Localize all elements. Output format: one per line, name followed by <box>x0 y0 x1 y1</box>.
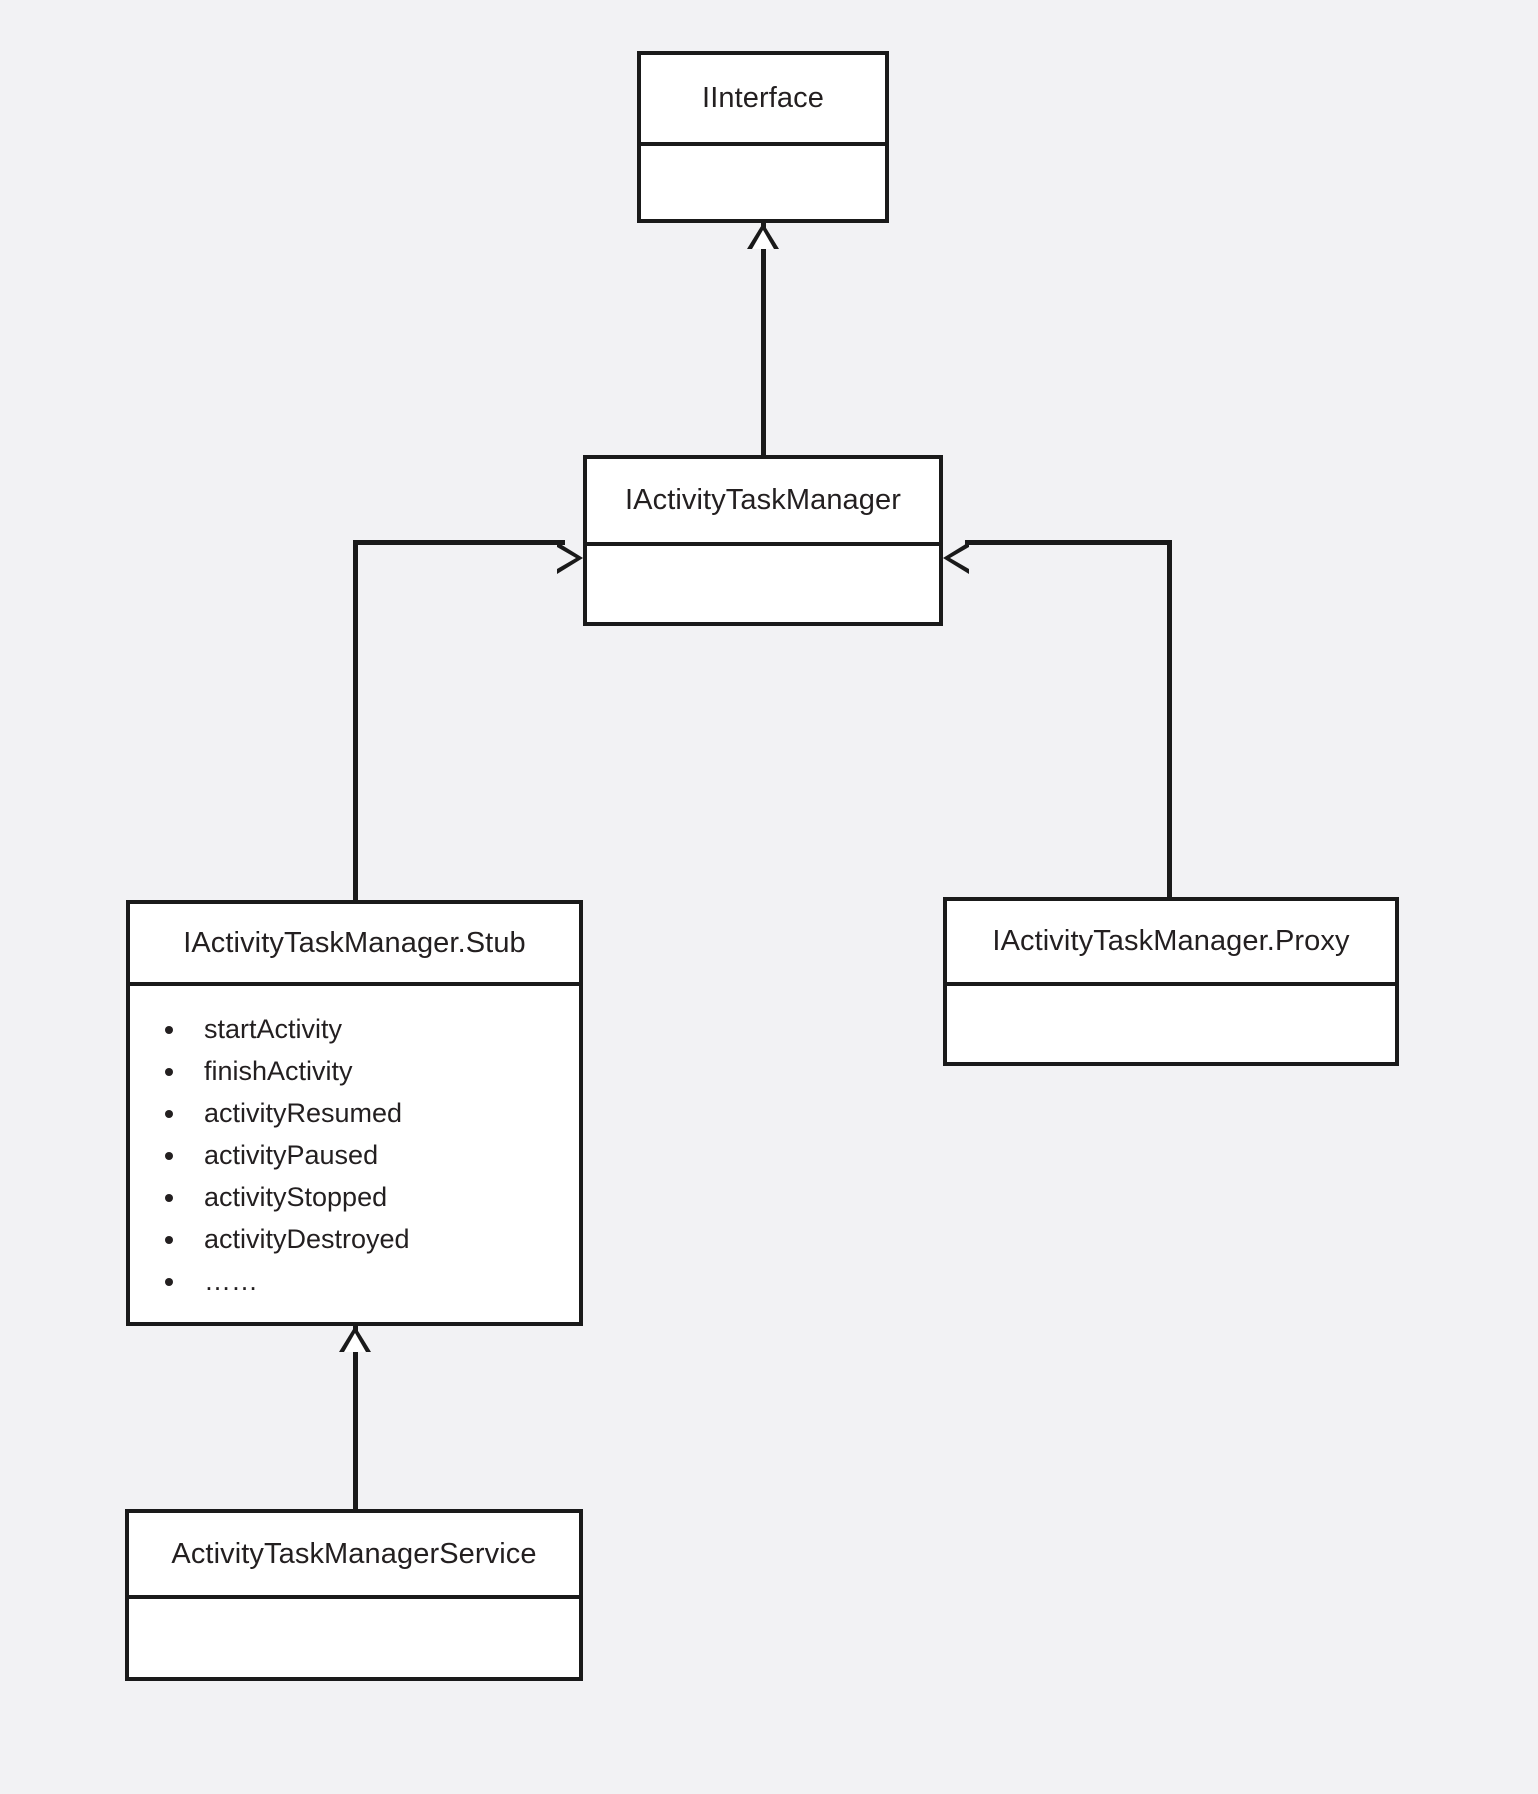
class-members-iactivitytaskmanager <box>587 546 939 622</box>
class-header-iinterface: IInterface <box>641 55 885 142</box>
class-members-iinterface <box>641 146 885 219</box>
class-divider-service <box>129 1595 579 1599</box>
class-divider-proxy <box>947 982 1395 986</box>
generalization-arrowhead-iactivitytaskmanager-right-icon <box>943 542 969 574</box>
member-item: activityResumed <box>188 1092 579 1134</box>
class-box-service[interactable]: ActivityTaskManagerService <box>125 1509 583 1681</box>
connector-stub-vertical-segment <box>353 540 358 902</box>
member-item: finishActivity <box>188 1050 579 1092</box>
class-header-service: ActivityTaskManagerService <box>129 1513 579 1595</box>
generalization-arrowhead-iactivitytaskmanager-left-icon <box>557 542 583 574</box>
class-box-stub[interactable]: IActivityTaskManager.Stub startActivityf… <box>126 900 583 1326</box>
connector-proxy-horizontal-segment <box>965 540 1172 545</box>
class-members-proxy <box>947 986 1395 1062</box>
member-item: activityPaused <box>188 1134 579 1176</box>
connector-service-to-stub <box>353 1324 358 1511</box>
connector-iactivitytaskmanager-to-iinterface <box>761 221 766 457</box>
class-divider-iactivitytaskmanager <box>587 542 939 546</box>
class-members-service <box>129 1599 579 1677</box>
generalization-arrowhead-iinterface-icon <box>747 223 779 249</box>
class-name-service: ActivityTaskManagerService <box>171 1537 537 1570</box>
class-name-iactivitytaskmanager: IActivityTaskManager <box>625 484 901 516</box>
class-box-iactivitytaskmanager[interactable]: IActivityTaskManager <box>583 455 943 626</box>
class-divider-iinterface <box>641 142 885 146</box>
member-list-stub: startActivityfinishActivityactivityResum… <box>130 986 579 1302</box>
member-item: activityStopped <box>188 1176 579 1218</box>
class-header-stub: IActivityTaskManager.Stub <box>130 904 579 982</box>
connector-proxy-vertical-segment <box>1167 540 1172 899</box>
connector-stub-horizontal-segment <box>353 540 565 545</box>
class-name-proxy: IActivityTaskManager.Proxy <box>992 925 1350 957</box>
class-divider-stub <box>130 982 579 986</box>
member-item: startActivity <box>188 1008 579 1050</box>
member-item: activityDestroyed <box>188 1218 579 1260</box>
class-box-proxy[interactable]: IActivityTaskManager.Proxy <box>943 897 1399 1066</box>
class-members-stub: startActivityfinishActivityactivityResum… <box>130 986 579 1322</box>
member-item: …… <box>188 1260 579 1302</box>
class-box-iinterface[interactable]: IInterface <box>637 51 889 223</box>
class-name-stub: IActivityTaskManager.Stub <box>183 926 526 959</box>
class-header-iactivitytaskmanager: IActivityTaskManager <box>587 459 939 542</box>
generalization-arrowhead-stub-icon <box>339 1326 371 1352</box>
class-header-proxy: IActivityTaskManager.Proxy <box>947 901 1395 982</box>
class-name-iinterface: IInterface <box>702 82 824 114</box>
